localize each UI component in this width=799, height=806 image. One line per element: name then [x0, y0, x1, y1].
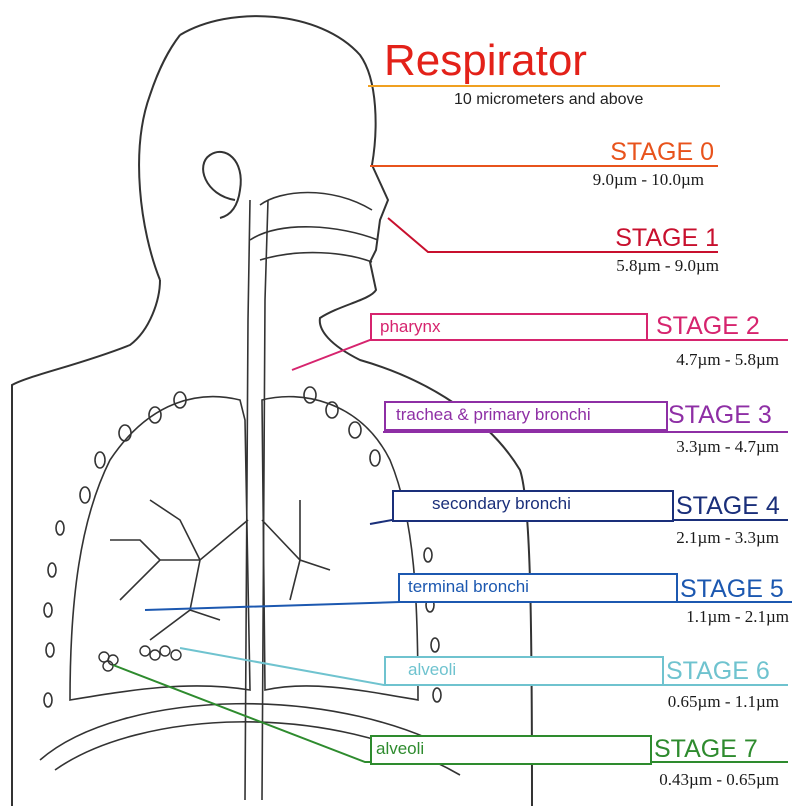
pharynx-box: pharynx	[370, 313, 648, 341]
stage-6-range: 0.65µm - 1.1µm	[668, 692, 779, 712]
stage-1-label: STAGE 1	[615, 224, 719, 253]
stage-7-range: 0.43µm - 0.65µm	[659, 770, 779, 790]
stage-2-label: STAGE 2	[656, 312, 760, 341]
diagram-subtitle: 10 micrometers and above	[454, 91, 643, 109]
diagram-title: Respirator	[384, 36, 587, 86]
stage-6-label: STAGE 6	[666, 657, 770, 686]
alveoli-box-stage7: alveoli	[370, 735, 652, 765]
stage-4-label: STAGE 4	[676, 492, 780, 521]
alveoli-clusters	[99, 646, 181, 671]
stage-0-range: 9.0µm - 10.0µm	[593, 170, 704, 190]
left-lung	[262, 397, 418, 700]
stage-4-range: 2.1µm - 3.3µm	[676, 528, 779, 548]
stage-2-range: 4.7µm - 5.8µm	[676, 350, 779, 370]
stage-1-range: 5.8µm - 9.0µm	[616, 256, 719, 276]
bronchial-tree	[110, 500, 330, 640]
stage-3-label: STAGE 3	[668, 401, 772, 430]
nasal-cavity	[245, 193, 378, 801]
stage-3-range: 3.3µm - 4.7µm	[676, 437, 779, 457]
trachea-box: trachea & primary bronchi	[384, 401, 668, 431]
stage-7-label: STAGE 7	[654, 735, 758, 764]
terminal-bronchi-box: terminal bronchi	[398, 573, 678, 603]
ear-outline	[203, 152, 241, 218]
stage-5-label: STAGE 5	[680, 575, 784, 604]
alveoli-box-stage6: alveoli	[384, 656, 664, 686]
stage-0-label: STAGE 0	[610, 138, 714, 167]
stage-5-range: 1.1µm - 2.1µm	[686, 607, 789, 627]
secondary-bronchi-box: secondary bronchi	[392, 490, 674, 522]
